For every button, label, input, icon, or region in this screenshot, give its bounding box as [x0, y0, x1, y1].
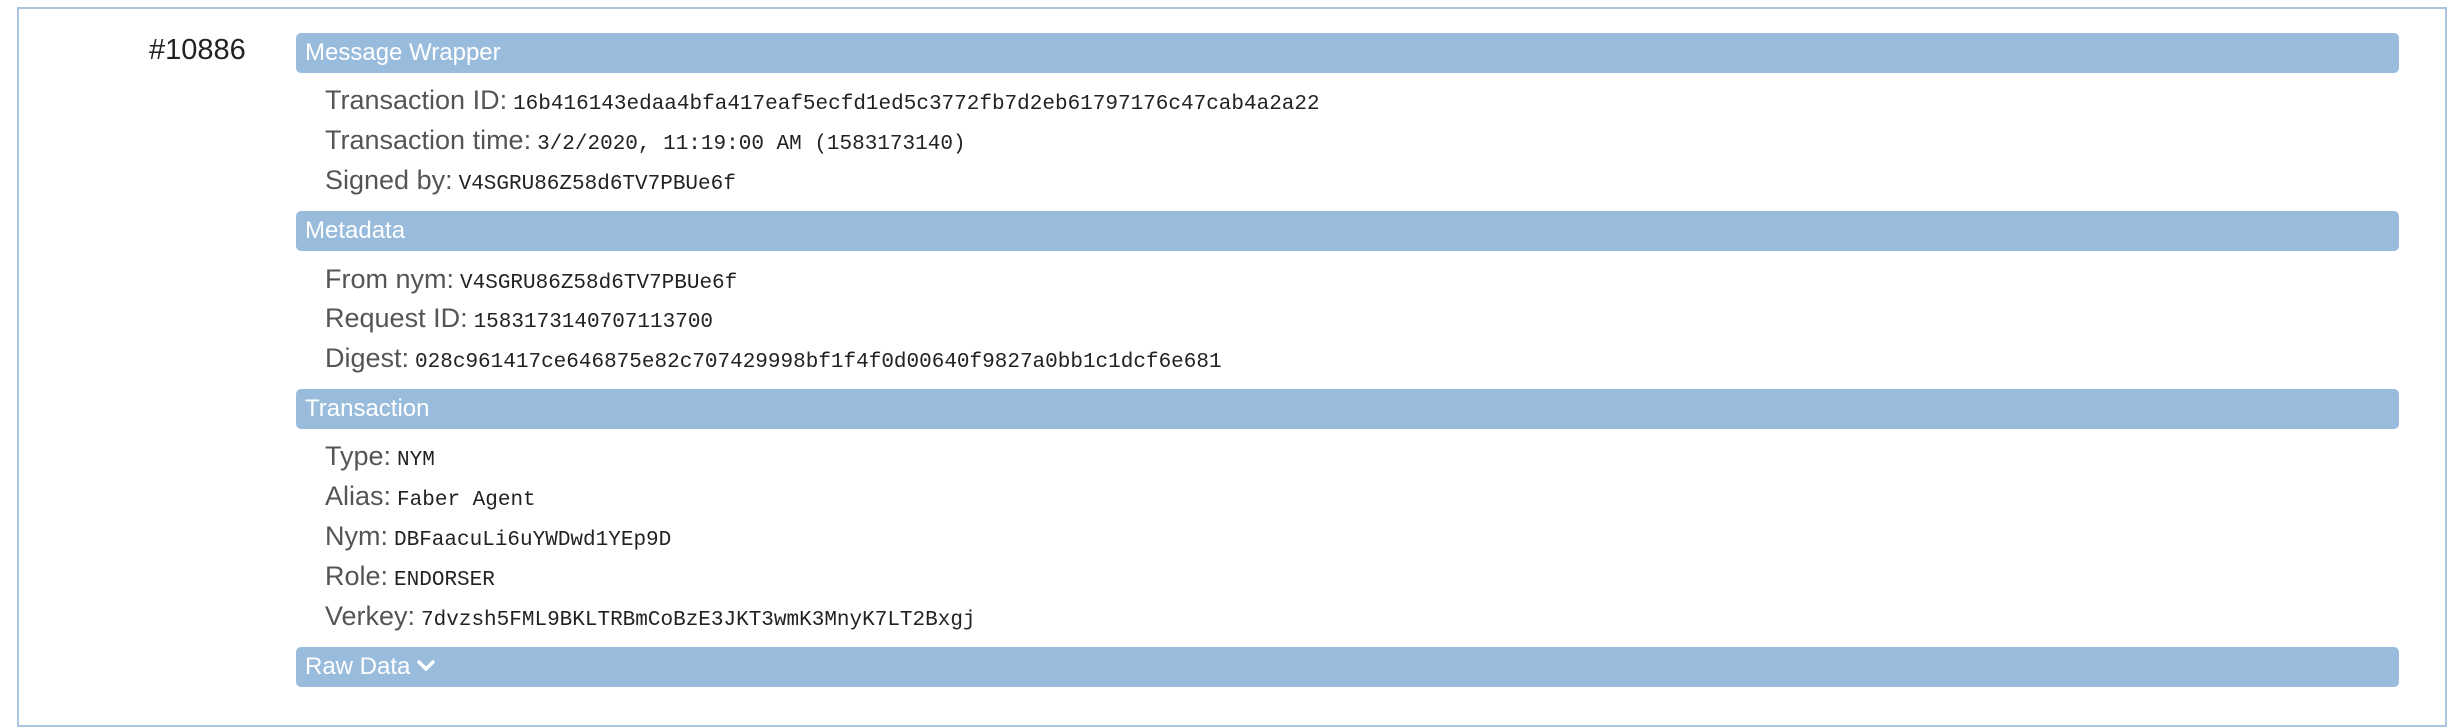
field-value: 028c961417ce646875e82c707429998bf1f4f0d0…	[415, 351, 1222, 374]
field-transaction-id: Transaction ID:16b416143edaa4bfa417eaf5e…	[325, 82, 1320, 118]
field-alias: Alias:Faber Agent	[325, 478, 536, 514]
field-label: Alias:	[325, 481, 392, 511]
field-nym: Nym: DBFaacuLi6uYWDwd1YEp9D	[325, 518, 671, 554]
section-header-metadata: Metadata	[296, 211, 2399, 251]
field-label: Role:	[325, 561, 389, 591]
field-signed-by: Signed by:V4SGRU86Z58d6TV7PBUe6f	[325, 162, 736, 198]
field-value: 1583173140707113700	[473, 311, 714, 334]
transaction-entry-card	[17, 7, 2447, 727]
field-digest: Digest:028c961417ce646875e82c707429998bf…	[325, 340, 1222, 376]
section-header-message-wrapper: Message Wrapper	[296, 33, 2399, 73]
field-value: ENDORSER	[394, 569, 495, 592]
section-title: Metadata	[305, 217, 406, 244]
chevron-down-icon	[416, 646, 436, 686]
section-header-transaction: Transaction	[296, 389, 2399, 429]
field-label: Digest:	[325, 343, 410, 373]
field-label: From nym:	[325, 264, 455, 294]
field-role: Role:ENDORSER	[325, 558, 495, 594]
field-type: Type:NYM	[325, 438, 435, 474]
field-value: DBFaacuLi6uYWDwd1YEp9D	[394, 529, 672, 552]
section-title: Transaction	[305, 395, 430, 422]
field-value: Faber Agent	[397, 489, 536, 512]
field-label: Nym:	[325, 521, 388, 551]
field-value: V4SGRU86Z58d6TV7PBUe6f	[458, 173, 736, 196]
raw-data-toggle[interactable]: Raw Data	[296, 647, 2399, 687]
field-value: 7dvzsh5FML9BKLTRBmCoBzE3JKT3wmK3MnyK7LT2…	[421, 609, 976, 632]
field-verkey: Verkey:7dvzsh5FML9BKLTRBmCoBzE3JKT3wmK3M…	[325, 598, 976, 634]
section-title: Message Wrapper	[305, 39, 501, 66]
field-value: 16b416143edaa4bfa417eaf5ecfd1ed5c3772fb7…	[513, 93, 1320, 116]
field-from-nym: From nym:V4SGRU86Z58d6TV7PBUe6f	[325, 261, 737, 297]
field-label: Signed by:	[325, 165, 453, 195]
field-label: Verkey:	[325, 601, 416, 631]
field-value: 3/2/2020, 11:19:00 AM (1583173140)	[537, 133, 966, 156]
field-value: NYM	[397, 449, 435, 472]
field-label: Request ID:	[325, 303, 468, 333]
field-request-id: Request ID:1583173140707113700	[325, 300, 713, 336]
section-title: Raw Data	[305, 653, 411, 680]
field-value: V4SGRU86Z58d6TV7PBUe6f	[460, 272, 738, 295]
sequence-number: #10886	[149, 34, 246, 66]
field-label: Transaction ID:	[325, 85, 508, 115]
field-label: Transaction time:	[325, 125, 532, 155]
field-transaction-time: Transaction time:3/2/2020, 11:19:00 AM (…	[325, 122, 966, 158]
field-label: Type:	[325, 441, 392, 471]
